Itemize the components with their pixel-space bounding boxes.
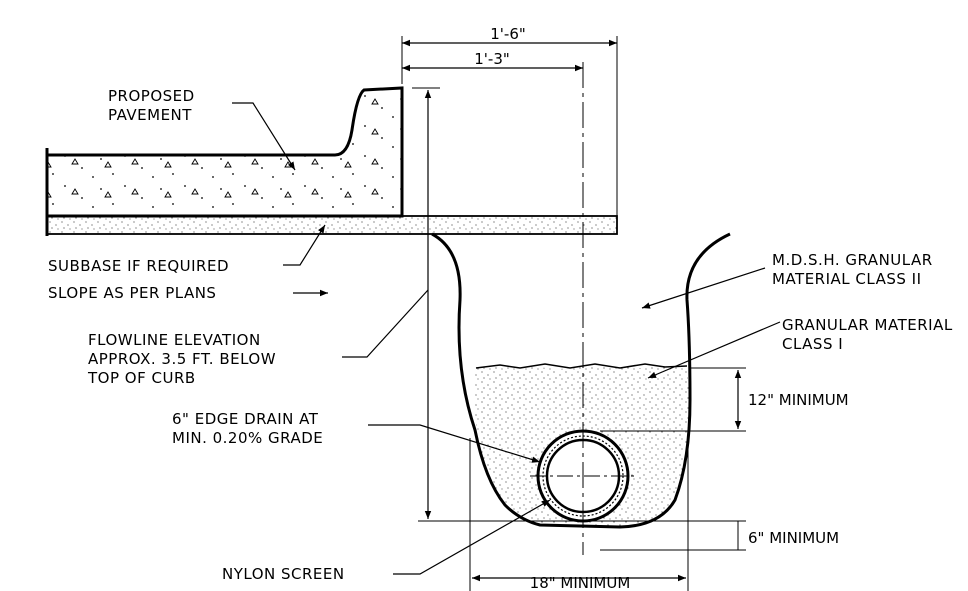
label-flowline-3: TOP OF CURB bbox=[87, 369, 196, 387]
dimension-bottom-cover: 6" MINIMUM bbox=[748, 529, 839, 547]
label-flowline-1: FLOWLINE ELEVATION bbox=[88, 331, 261, 349]
label-proposed-pavement-1: PROPOSED bbox=[108, 87, 195, 105]
pavement-and-curb bbox=[45, 86, 404, 218]
label-edge-drain-2: MIN. 0.20% GRADE bbox=[172, 429, 323, 447]
subbase-layer bbox=[46, 215, 618, 235]
dimension-top-cover: 12" MINIMUM bbox=[748, 391, 849, 409]
label-subbase: SUBBASE IF REQUIRED bbox=[48, 257, 229, 275]
label-granular-class-i-2: CLASS I bbox=[782, 335, 843, 353]
label-flowline-2: APPROX. 3.5 FT. BELOW bbox=[88, 350, 276, 368]
dimension-overall-width: 1'-6" bbox=[490, 25, 526, 43]
label-granular-class-ii-2: MATERIAL CLASS II bbox=[772, 270, 922, 288]
label-granular-class-ii-1: M.D.S.H. GRANULAR bbox=[772, 251, 933, 269]
label-proposed-pavement-2: PAVEMENT bbox=[108, 106, 192, 124]
label-granular-class-i-1: GRANULAR MATERIAL bbox=[782, 316, 953, 334]
label-slope: SLOPE AS PER PLANS bbox=[48, 284, 216, 302]
dimension-trench-width: 18" MINIMUM bbox=[530, 574, 631, 591]
label-edge-drain-1: 6" EDGE DRAIN AT bbox=[172, 410, 319, 428]
dimension-to-centerline: 1'-3" bbox=[474, 50, 510, 68]
label-nylon-screen: NYLON SCREEN bbox=[222, 565, 345, 583]
